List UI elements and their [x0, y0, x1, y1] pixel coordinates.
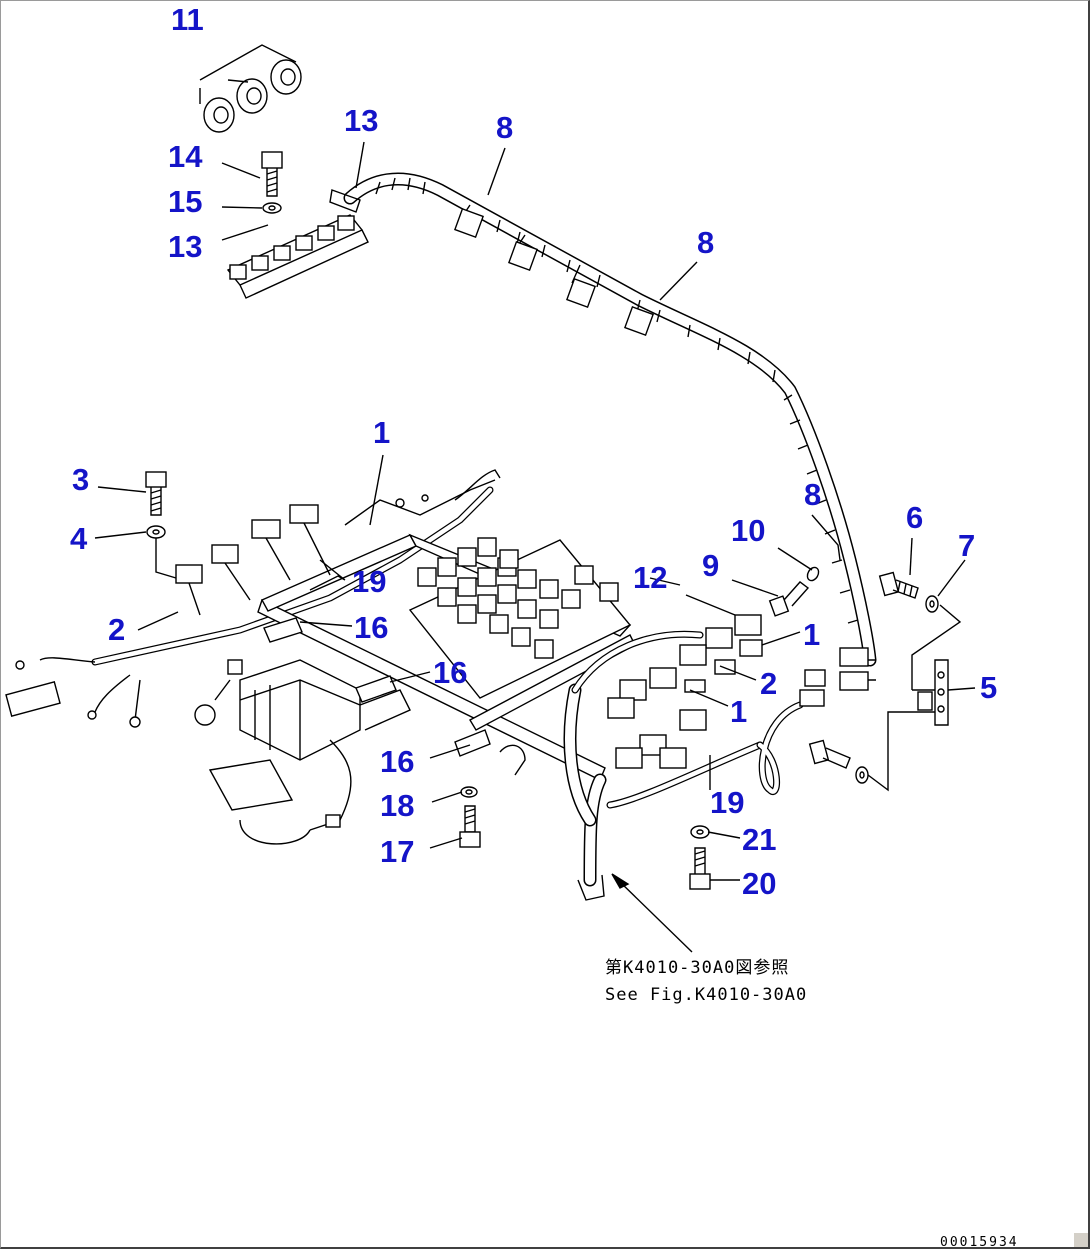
callout-21: 21: [742, 822, 776, 857]
callout-16: 16: [380, 744, 414, 779]
relay-bank: [408, 537, 632, 699]
callout-18: 18: [380, 788, 414, 823]
callout-7: 7: [958, 528, 975, 563]
reference-note-en: See Fig.K4010-30A0: [605, 985, 807, 1005]
grommet: [236, 78, 268, 114]
callout-10: 10: [731, 513, 765, 548]
callout-13: 13: [168, 229, 202, 264]
document-id: 00015934: [940, 1235, 1019, 1249]
clamp: [263, 617, 303, 643]
leader-lines: [94, 44, 976, 953]
callout-3: 3: [72, 462, 89, 497]
callout-8: 8: [496, 110, 513, 145]
upper-harness: [343, 172, 877, 691]
callout-14: 14: [168, 139, 203, 174]
washer: [690, 825, 710, 839]
callout-2: 2: [108, 612, 125, 647]
callout-20: 20: [742, 866, 776, 901]
callout-19: 19: [710, 785, 744, 820]
callout-5: 5: [980, 670, 997, 705]
controller-unit: [208, 659, 411, 845]
bolt: [808, 739, 851, 769]
callout-labels: 11 13 8 14 15 13 8 1 3 8 6 10 7 4 9 19 1…: [70, 2, 997, 901]
bolt: [145, 471, 167, 516]
callout-8: 8: [697, 225, 714, 260]
callout-2: 2: [760, 666, 777, 701]
clip: [806, 566, 820, 582]
callout-11: 11: [171, 2, 204, 37]
callout-8: 8: [804, 477, 821, 512]
callout-1: 1: [730, 694, 747, 729]
relay-grid: [417, 537, 619, 659]
callout-6: 6: [906, 500, 923, 535]
callout-12: 12: [633, 560, 667, 595]
bolt: [459, 805, 481, 848]
callout-1: 1: [803, 617, 820, 652]
washer: [855, 766, 869, 784]
callout-4: 4: [70, 521, 88, 556]
callout-9: 9: [702, 548, 719, 583]
callout-1: 1: [373, 415, 390, 450]
terminal-block: [226, 189, 369, 299]
clamp: [454, 729, 526, 776]
bolt: [261, 151, 283, 197]
washer: [262, 202, 282, 214]
callout-16: 16: [433, 655, 467, 690]
callout-16: 16: [354, 610, 388, 645]
callout-17: 17: [380, 834, 414, 869]
clamp: [355, 675, 397, 703]
washer: [460, 786, 478, 798]
resize-grip[interactable]: [1073, 1232, 1088, 1247]
grommet-set: [203, 59, 302, 133]
right-relay-cluster: [607, 614, 763, 769]
grommet: [203, 97, 235, 133]
bolt: [689, 847, 711, 890]
bolt: [878, 571, 919, 599]
washer: [925, 595, 939, 613]
reference-note-jp: 第K4010-30A0図参照: [605, 958, 789, 978]
bolt: [768, 581, 810, 617]
left-components: [5, 469, 501, 728]
washer: [146, 525, 166, 539]
grommet: [270, 59, 302, 95]
callout-13: 13: [344, 103, 378, 138]
mounting-bracket: [912, 659, 949, 726]
callout-19: 19: [352, 564, 386, 599]
callout-15: 15: [168, 184, 202, 219]
assembly-line: [867, 604, 962, 792]
